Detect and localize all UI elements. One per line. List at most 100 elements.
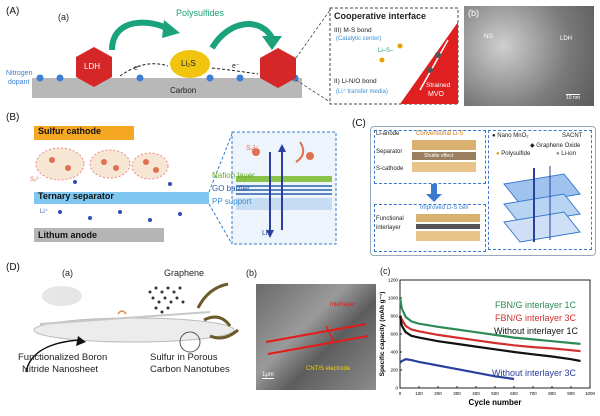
legend-li-ion: ● Li-ion [556,151,576,157]
li-nvo-label: II) Li-N/O bond [334,78,377,85]
conventional-box [374,130,486,184]
panel-c-frame [370,126,596,256]
series-label-2: Without interlayer 1C [494,326,579,336]
panel-d-sub-a: (a) [62,268,73,278]
x-tick-label: 800 [548,391,556,396]
shuttle-label: Shuttle effect [424,153,454,159]
interlayer-3d-illustration [503,166,581,243]
sx-zoom-label: Sₓ²⁻ [246,145,259,152]
y-tick-label: 400 [390,350,398,355]
tem-image [464,6,594,106]
sulfur-label-1: Sulfur in Porous [150,352,218,363]
series-label-1: FBN/G interlayer 3C [495,313,577,323]
dopant-label: dopant [8,79,30,86]
conventional-layer-3 [412,162,476,172]
li-plus-zoom-label: Li⁺ [262,230,272,237]
functional-label: Functional [376,216,404,222]
legend-label: Nano MnO₂ [497,133,529,139]
sem-image [256,284,376,390]
legend-sacnt: SACNT [562,133,583,139]
panel-d-sub-c: (c) [380,266,391,276]
fbn-label-2: Nitride Nanosheet [22,364,99,375]
improved-label: Improved Li-S cell [420,205,469,211]
improved-layer-2 [416,224,480,229]
panel-a-sub-b: (b) [468,8,479,18]
fbn-label-1: Functionalized Boron [18,352,108,363]
y-tick-label: 200 [390,368,398,373]
catalytic-label: (Catalytic center) [336,36,382,42]
panel-a-letter: (A) [6,6,20,17]
x-tick-label: 600 [510,391,518,396]
sx-label: Sₓ²⁻ [30,177,42,183]
li-plus-label: Li⁺ [40,209,48,215]
legend-graphene-oxide: ◆ Graphene Oxide [530,143,581,149]
x-tick-label: 500 [491,391,499,396]
x-tick-label: 1000 [585,391,596,396]
x-tick-label: 900 [567,391,575,396]
conventional-layer-1 [412,140,476,150]
pp-label: PP support [212,197,252,206]
ldh-hexagon [76,47,112,87]
series-line-3 [399,358,515,381]
sem-electrode-label: CNT/S electrode [306,366,351,372]
legend-label: Graphene Oxide [536,143,581,149]
panel-d-sub-b: (b) [246,268,257,278]
x-tick-label: 100 [415,391,423,396]
panel-b-schematic [34,126,337,245]
polysulfides-label: Polysulfides [176,8,225,18]
x-tick-label: 300 [453,391,461,396]
series-line-0 [398,297,581,345]
series-line-2 [398,315,581,363]
legend-box [488,130,592,250]
electron-label-1: e⁻ [134,65,142,72]
tem-ldh-label: LDH [560,36,573,42]
legend-label: Li-ion [561,151,576,157]
graphene-label: Graphene [164,268,205,278]
sem-interlayer-label: Interlayer [330,302,356,308]
sem-overlay [265,323,369,355]
x-axis-label: Cycle number [469,398,522,407]
go-label: GO barrier [212,184,250,193]
mvo-label: MVO [428,91,444,98]
li-transfer-label: (Li⁺ transfer media) [336,89,388,95]
ldh-hexagon-right [260,48,296,88]
electron-label-2: e⁻ [232,63,240,70]
nitrogen-label: Nitrogen [6,70,33,77]
legend-polysulfide: ● Polysulfide [496,151,531,157]
series-label-0: FBN/G interlayer 1C [495,300,577,310]
x-tick-label: 400 [472,391,480,396]
y-tick-label: 800 [390,314,398,319]
tem-scale: 10 nm [566,94,580,101]
down-arrow-icon [426,184,442,202]
carbon-label: Carbon [170,86,197,95]
ldh-label: LDH [84,62,101,71]
y-tick-label: 1000 [388,296,399,301]
lithium-anode-label: Lithum anode [38,230,97,240]
s-cathode-label: S-cathode [376,166,404,172]
panel-b-letter: (B) [6,112,20,123]
legend-label: Polysulfide [501,151,531,157]
x-tick-label: 0 [399,391,402,396]
x-tick-label: 200 [434,391,442,396]
nafion-label: Nafion layer [212,171,255,180]
tem-ng-label: NG [484,34,493,40]
ms-bond-label: III) M-S bond [334,27,372,34]
li-s-label: Li–S– [378,48,394,54]
series-label-3: Without interlayer 3C [492,368,577,378]
panel-d-letter: (D) [6,262,20,273]
sulfur-cathode-label: Sulfur cathode [38,126,102,136]
li-anode-label: Li-anode [376,131,400,137]
panel-a-sub-a: (a) [58,12,69,22]
interlayer-label: interlayer [376,225,401,231]
conventional-label: Conventional Li-S [416,131,464,137]
y-tick-label: 1200 [388,278,399,283]
sem-scale: 1μm [262,372,274,379]
conventional-layer-2 [412,152,476,160]
panel-a-schematic [32,7,459,105]
y-axis-label: Specific capacity (mAh g⁻¹) [379,292,386,377]
legend-nano-mno2: ● Nano MnO₂ [492,133,529,139]
strained-label: Strained [426,82,451,89]
separator-label: Separator [376,149,403,155]
ternary-label: Ternary separator [38,191,114,201]
